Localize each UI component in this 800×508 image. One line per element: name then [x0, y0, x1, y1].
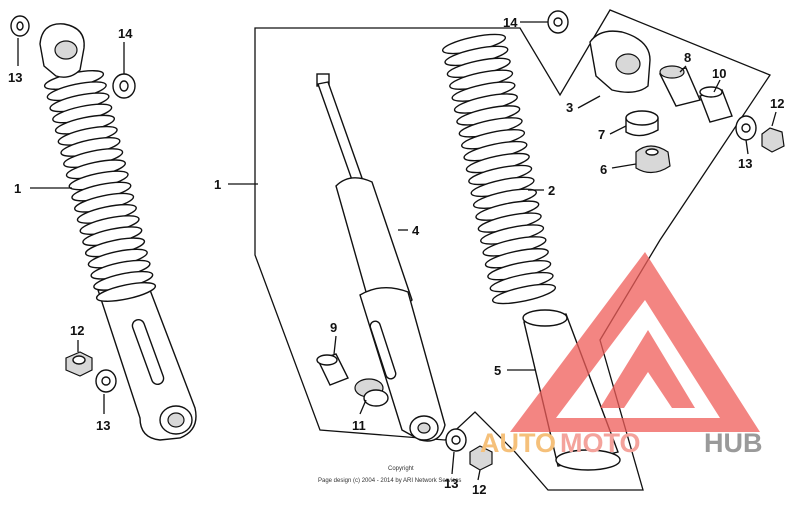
copyright-notice: Page design (c) 2004 - 2014 by ARI Netwo…: [318, 478, 461, 484]
callout-10: 10: [712, 66, 726, 81]
spring-coil: [95, 282, 157, 302]
callout-3: 3: [566, 100, 573, 115]
cap-nut-12-right: [761, 127, 785, 153]
copyright-title: Copyright: [388, 466, 414, 472]
callout-4: 4: [412, 223, 420, 238]
spring-coil: [491, 283, 557, 305]
callout-7: 7: [598, 127, 605, 142]
callout-13: 13: [444, 476, 458, 491]
callout-1: 1: [14, 181, 21, 196]
spring-2: [441, 33, 557, 305]
watermark-moto: MOTO: [560, 428, 641, 458]
damper-4: [316, 73, 446, 442]
callout-12: 12: [472, 482, 486, 497]
callout-numbers: 13 14 1 12 13 1 4 9 11 13 12 5 2 14 3 8 …: [8, 15, 784, 497]
callout-12: 12: [70, 323, 84, 338]
callout-14: 14: [503, 15, 518, 30]
callout-13: 13: [8, 70, 22, 85]
assembly-outline: [254, 9, 771, 491]
callout-6: 6: [600, 162, 607, 177]
callout-2: 2: [548, 183, 555, 198]
rubber-6: [635, 145, 671, 174]
leader-lines: [17, 21, 777, 481]
watermark-auto: AUTO: [480, 428, 556, 458]
callout-9: 9: [330, 320, 337, 335]
callout-11: 11: [352, 418, 366, 433]
callout-13: 13: [96, 418, 110, 433]
watermark-hub: HUB: [704, 428, 763, 458]
callout-12: 12: [770, 96, 784, 111]
assembled-shock-absorber: [39, 23, 197, 441]
cap-nut-12-bottom: [469, 445, 493, 471]
callout-1: 1: [214, 177, 221, 192]
callout-13: 13: [738, 156, 752, 171]
watermark-text: AUTO MOTO HUB: [480, 428, 763, 458]
watermark-logo: [510, 252, 760, 432]
callout-5: 5: [494, 363, 501, 378]
callout-8: 8: [684, 50, 691, 65]
callout-14: 14: [118, 26, 133, 41]
